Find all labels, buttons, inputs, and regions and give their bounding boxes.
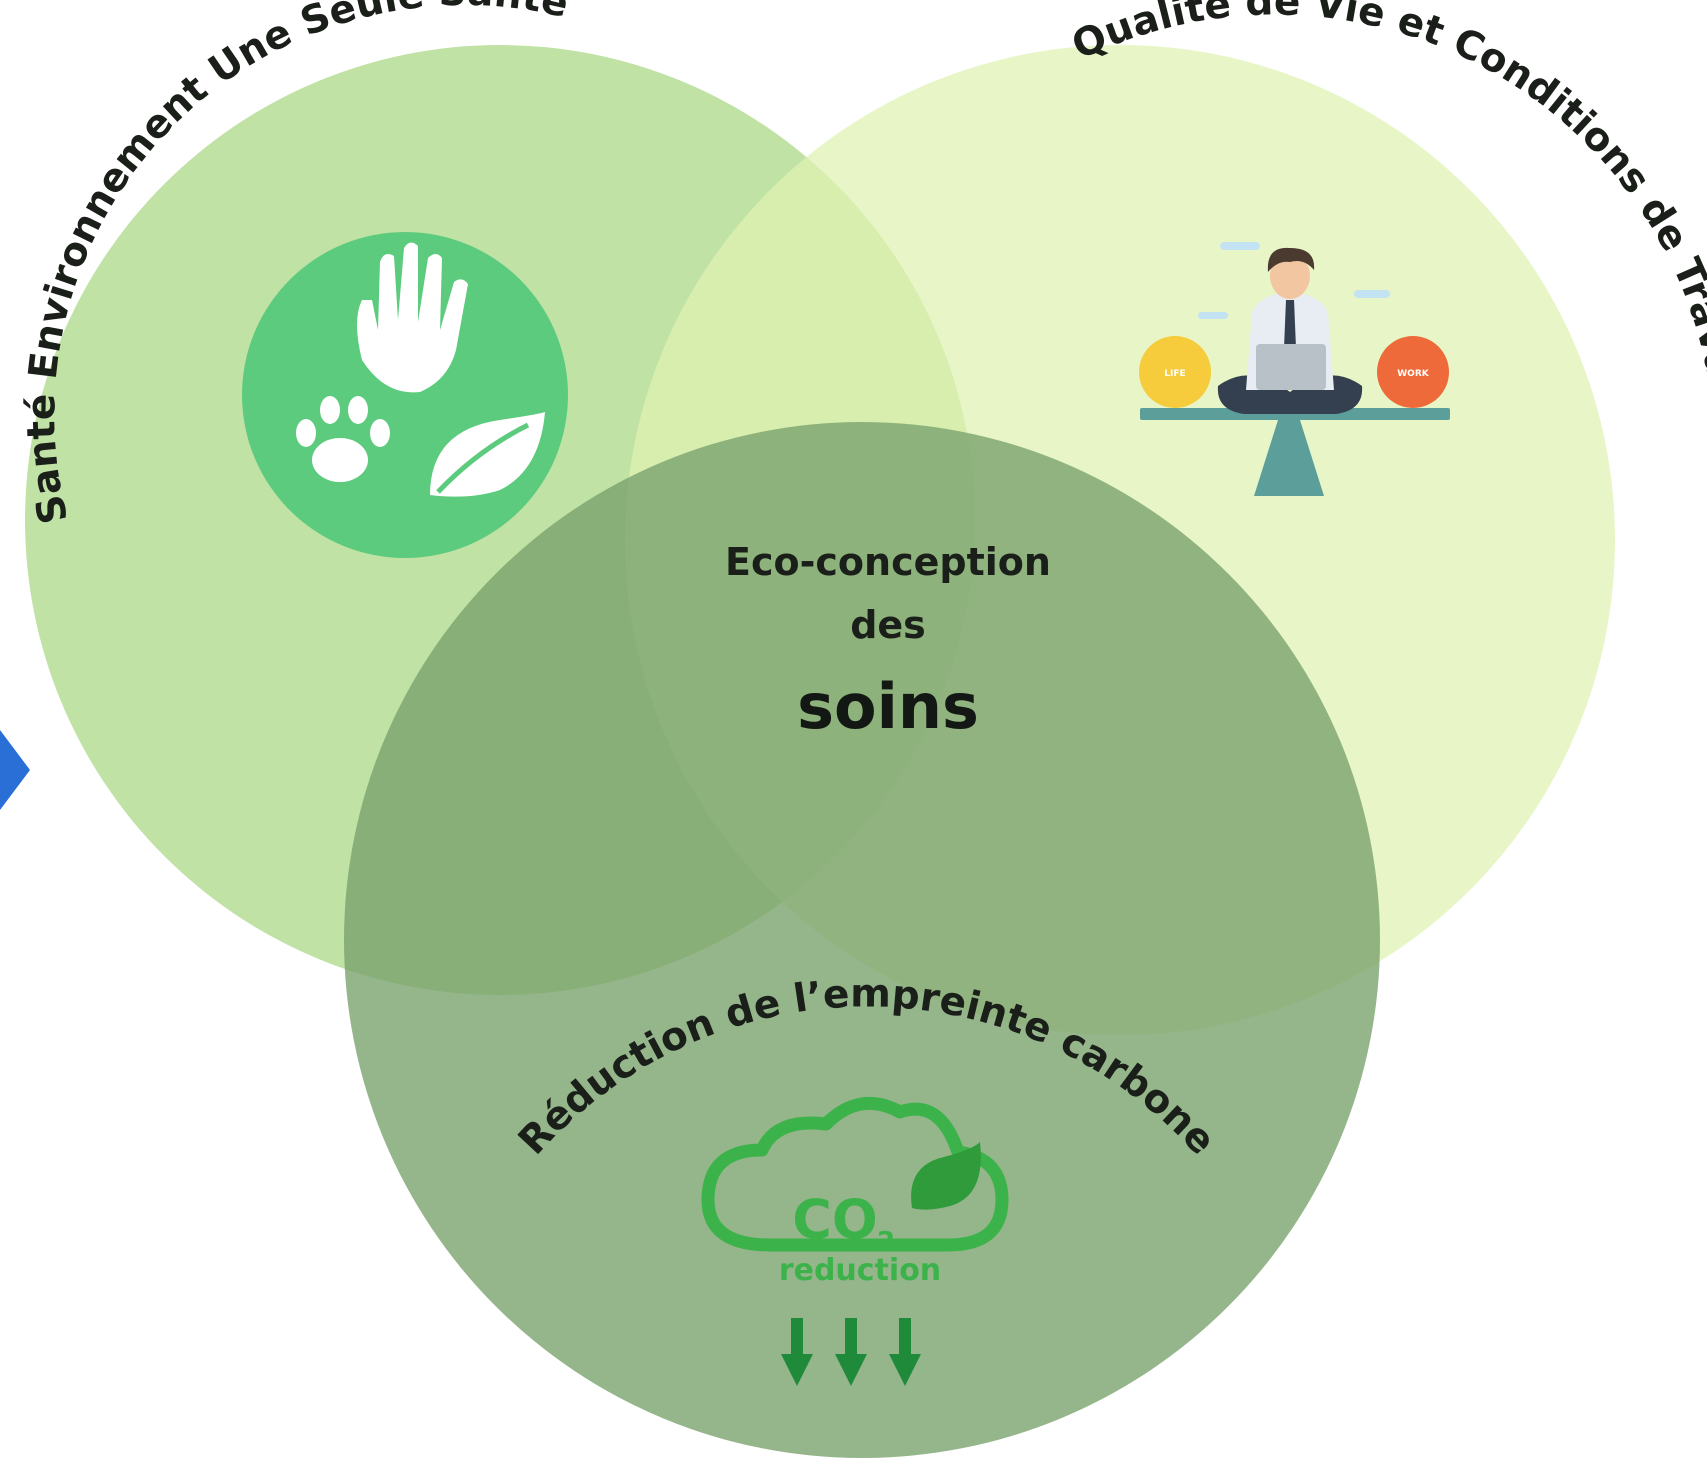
- person-icon: [1217, 247, 1363, 414]
- center-line-3: soins: [797, 670, 979, 743]
- work-life-balance-icon: LIFE WORK: [1139, 242, 1450, 496]
- life-label: LIFE: [1164, 369, 1185, 379]
- leaf-icon: [911, 1142, 981, 1210]
- center-line-2: des: [850, 603, 926, 647]
- co2-caption-text: reduction: [779, 1253, 941, 1288]
- hand-paw-leaf-icon: [242, 232, 568, 558]
- co2-subscript-text: 2: [877, 1227, 895, 1257]
- down-arrow-icon: [835, 1318, 867, 1386]
- leaf-icon: [430, 412, 545, 497]
- co2-reduction-icon: CO 2 reduction: [701, 1096, 1009, 1386]
- work-ball: [1377, 336, 1449, 408]
- down-arrow-icon: [781, 1318, 813, 1386]
- center-label: Eco-conception des soins: [725, 540, 1051, 743]
- co2-main-text: CO: [792, 1188, 878, 1251]
- down-arrow-icon: [889, 1318, 921, 1386]
- hand-icon: [357, 242, 468, 393]
- down-arrows-icon: [781, 1318, 921, 1386]
- paw-icon: [296, 396, 390, 482]
- left-arrow-shape: [0, 730, 30, 810]
- circle-reduction-carbone: [344, 422, 1380, 1458]
- work-label: WORK: [1397, 369, 1430, 379]
- center-line-1: Eco-conception: [725, 540, 1051, 584]
- cloud-icon: [1198, 242, 1390, 319]
- life-ball: [1139, 336, 1211, 408]
